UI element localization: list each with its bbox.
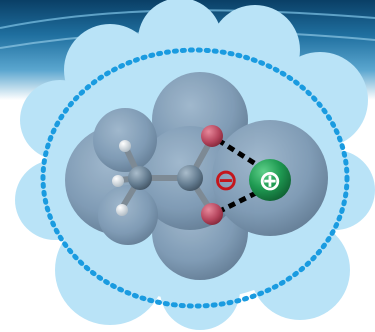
oxygen-atom-upper <box>201 125 223 147</box>
methyl-carbon-atom <box>128 166 152 190</box>
hydrogen-atom <box>119 140 131 152</box>
carboxyl-carbon-atom <box>177 165 203 191</box>
cation-sphere-icon <box>249 159 291 201</box>
anion-charge-symbol: ⊖ <box>213 163 238 198</box>
hydrogen-atom <box>112 175 124 187</box>
hydrogen-atom <box>116 204 128 216</box>
oxygen-atom-lower <box>201 203 223 225</box>
cation-charge-symbol: ⊕ <box>258 164 281 197</box>
dotted-boundary-circle <box>40 47 350 309</box>
